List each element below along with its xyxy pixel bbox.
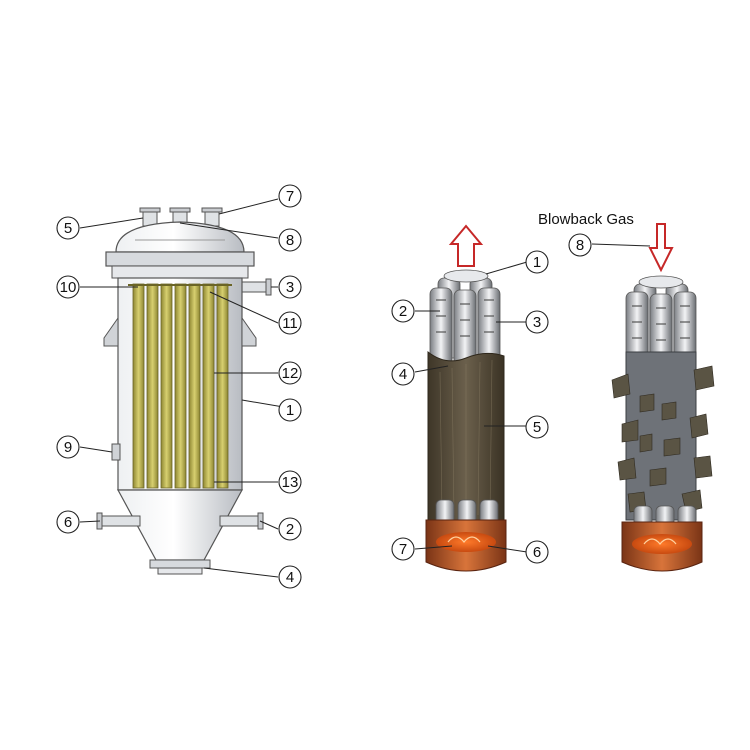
- svg-text:7: 7: [286, 188, 294, 205]
- blowback-arrow: [648, 223, 674, 273]
- top-nozzle-right-flange: [201, 207, 223, 213]
- leader-7: [218, 198, 279, 215]
- callout-3: 3: [278, 275, 302, 299]
- svg-text:4: 4: [399, 366, 407, 383]
- svg-text:10: 10: [60, 279, 77, 296]
- candle-blowback: [611, 223, 715, 572]
- leader-8: [179, 222, 279, 239]
- blowback-gas-label: Blowback Gas: [538, 211, 634, 228]
- callout-12: 12: [278, 361, 302, 385]
- svg-text:6: 6: [64, 514, 72, 531]
- svg-text:8: 8: [576, 237, 584, 254]
- leader-11: [209, 291, 279, 324]
- filter-tube: [174, 283, 187, 489]
- callout-5: 5: [56, 216, 80, 240]
- svg-text:7: 7: [399, 541, 407, 558]
- m-leader-1: [485, 261, 528, 275]
- gas-outlet-nozzle: [239, 281, 269, 293]
- svg-text:1: 1: [286, 402, 294, 419]
- leader-6: [79, 520, 101, 523]
- filter-vessel: [96, 207, 272, 575]
- top-nozzle-left-flange: [139, 207, 161, 213]
- svg-text:4: 4: [286, 569, 294, 586]
- callout-4: 4: [278, 565, 302, 589]
- candle-filtration: [425, 224, 507, 572]
- m-leader-7: [414, 545, 453, 550]
- bottom-outlet: [157, 567, 203, 575]
- gas-outflow-arrow: [448, 224, 484, 267]
- callout-10: 10: [56, 275, 80, 299]
- candle-callout-7: 7: [391, 537, 415, 561]
- support-lug-left: [103, 316, 119, 347]
- bottom-outlet-flange: [149, 559, 211, 569]
- svg-text:12: 12: [282, 365, 299, 382]
- filter-tube: [160, 283, 173, 489]
- particle-swirl: [447, 536, 481, 543]
- side-port: [111, 443, 121, 461]
- vessel-dome-head: [115, 221, 245, 253]
- left-leader-lines: [79, 198, 302, 578]
- svg-text:3: 3: [533, 314, 541, 331]
- callout-8: 8: [278, 228, 302, 252]
- candle-callout-3: 3: [525, 310, 549, 334]
- svg-text:5: 5: [64, 220, 72, 237]
- candle-slots: [436, 299, 494, 337]
- filter-tube: [202, 283, 215, 489]
- glowing-particles: [632, 534, 692, 554]
- callout-13: 13: [278, 470, 302, 494]
- top-nozzle-center-flange: [169, 207, 191, 213]
- r-leader-8: [591, 243, 651, 247]
- leader-4: [203, 567, 279, 578]
- m-leader-4: [414, 365, 449, 373]
- filter-tube-bundle: [128, 283, 232, 489]
- candle-callout-8: 8: [568, 233, 592, 257]
- candle-callout-4: 4: [391, 362, 415, 386]
- filter-tube: [216, 283, 229, 489]
- candle-callout-1: 1: [525, 250, 549, 274]
- svg-text:1: 1: [533, 254, 541, 271]
- cake-texture: [439, 359, 493, 516]
- callout-6: 6: [56, 510, 80, 534]
- callout-1: 1: [278, 398, 302, 422]
- left-callouts: 1 2 3 4 5 6 7 8: [56, 184, 302, 589]
- support-lug-right: [241, 316, 257, 347]
- filter-tube: [188, 283, 201, 489]
- callout-7: 7: [278, 184, 302, 208]
- svg-text:9: 9: [64, 439, 72, 456]
- filter-tube: [132, 283, 145, 489]
- candle-callout-2: 2: [391, 299, 415, 323]
- callout-2: 2: [278, 517, 302, 541]
- svg-text:2: 2: [399, 303, 407, 320]
- glowing-particles: [436, 532, 496, 552]
- svg-text:8: 8: [286, 232, 294, 249]
- leader-5: [79, 217, 144, 229]
- middle-leader-lines: [414, 261, 528, 553]
- detaching-cake-flakes: [611, 365, 715, 513]
- svg-text:11: 11: [282, 315, 298, 332]
- callout-9: 9: [56, 435, 80, 459]
- callout-11: 11: [278, 311, 302, 335]
- leader-2: [259, 520, 279, 530]
- svg-text:5: 5: [533, 419, 541, 436]
- candle-callout-6: 6: [525, 540, 549, 564]
- filter-tube: [146, 283, 159, 489]
- candle-top-cap: [638, 275, 684, 289]
- m-leader-6: [487, 545, 528, 553]
- leader-9: [79, 446, 113, 453]
- svg-text:3: 3: [286, 279, 294, 296]
- gas-outlet-flange: [265, 278, 272, 296]
- body-flange: [105, 251, 255, 267]
- inlet-nozzle-left: [99, 515, 141, 527]
- particle-swirl: [643, 538, 677, 545]
- svg-text:6: 6: [533, 544, 541, 561]
- tube-sheet: [111, 265, 249, 279]
- candle-callout-5: 5: [525, 415, 549, 439]
- svg-text:13: 13: [282, 474, 299, 491]
- middle-callouts: 1 2 3 4 5 6 7: [391, 250, 549, 564]
- svg-text:2: 2: [286, 521, 294, 538]
- inlet-nozzle-right: [219, 515, 261, 527]
- candle-top-cap: [443, 269, 489, 283]
- candle-slots: [632, 305, 690, 341]
